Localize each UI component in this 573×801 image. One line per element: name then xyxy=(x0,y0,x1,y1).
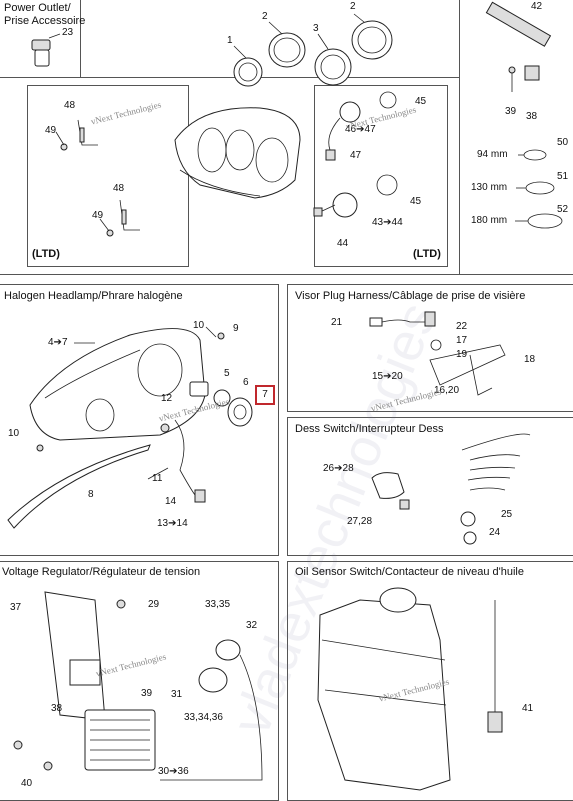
cluster-housing-drawing xyxy=(174,107,301,199)
callout-45-top: 45 xyxy=(415,96,427,107)
callout-33-35: 33,35 xyxy=(205,599,231,610)
callout-46-47: 46➔47 xyxy=(345,124,376,135)
callout-2-left: 2 xyxy=(262,11,268,22)
callout-6: 6 xyxy=(243,377,249,388)
callout-4-7: 4➔7 xyxy=(48,337,68,348)
gauge-rings-drawing xyxy=(233,13,393,87)
callout-12: 12 xyxy=(161,393,173,404)
callout-47: 47 xyxy=(350,150,362,161)
callout-41: 41 xyxy=(522,703,534,714)
highlighted-part-7: 7 xyxy=(255,385,275,405)
callout-43-44: 43➔44 xyxy=(372,217,403,228)
callout-9: 9 xyxy=(233,323,239,334)
callout-10-left: 10 xyxy=(8,428,20,439)
dess-switch-drawing xyxy=(371,433,531,545)
power-outlet-title: Power Outlet/ xyxy=(4,2,71,14)
callout-3: 3 xyxy=(313,23,319,34)
ltd-left-box xyxy=(27,85,189,267)
voltage-regulator-title: Voltage Regulator/Régulateur de tension xyxy=(2,566,201,578)
callout-5: 5 xyxy=(224,368,230,379)
callout-14: 14 xyxy=(165,496,177,507)
callout-33-34-36: 33,34,36 xyxy=(184,712,223,723)
callout-22: 22 xyxy=(456,321,468,332)
callout-2-right: 2 xyxy=(350,1,356,12)
label-180mm: 180 mm xyxy=(471,215,508,226)
headlamp-drawing xyxy=(7,328,253,529)
callout-49-bottom: 49 xyxy=(92,210,104,221)
callout-8: 8 xyxy=(88,489,94,500)
callout-1: 1 xyxy=(227,35,233,46)
callout-30-36: 30➔36 xyxy=(158,766,189,777)
callout-44: 44 xyxy=(337,238,349,249)
callout-38-top: 38 xyxy=(526,111,538,122)
callout-51: 51 xyxy=(557,171,569,182)
visor-harness-drawing xyxy=(369,311,506,396)
callout-13-14: 13➔14 xyxy=(157,518,188,529)
callout-49-top: 49 xyxy=(45,125,57,136)
dess-switch-panel xyxy=(287,417,573,556)
callout-39-top: 39 xyxy=(505,106,517,117)
visor-plug-panel xyxy=(287,284,573,412)
dess-switch-title: Dess Switch/Interrupteur Dess xyxy=(295,423,444,435)
callout-52: 52 xyxy=(557,204,569,215)
ltd-label-right: (LTD) xyxy=(413,248,441,260)
callout-25: 25 xyxy=(501,509,513,520)
callout-50: 50 xyxy=(557,137,569,148)
callout-11: 11 xyxy=(152,473,163,484)
callout-18: 18 xyxy=(524,354,536,365)
callout-39: 39 xyxy=(141,688,153,699)
callout-48-top: 48 xyxy=(64,100,76,111)
callout-40: 40 xyxy=(21,778,33,789)
callout-23: 23 xyxy=(62,27,74,38)
ltd-right-box xyxy=(314,85,448,267)
halogen-headlamp-title: Halogen Headlamp/Phrare halogène xyxy=(4,290,183,302)
hardware-panel xyxy=(459,0,573,275)
visor-plug-title: Visor Plug Harness/Câblage de prise de v… xyxy=(295,290,526,302)
callout-48-bottom: 48 xyxy=(113,183,125,194)
callout-16-20: 16,20 xyxy=(434,385,460,396)
callout-17: 17 xyxy=(456,335,468,346)
callout-10-top: 10 xyxy=(193,320,205,331)
voltage-regulator-drawing xyxy=(13,591,263,781)
callout-26-28: 26➔28 xyxy=(323,463,354,474)
callout-21: 21 xyxy=(331,317,343,328)
callout-32: 32 xyxy=(246,620,258,631)
oil-sensor-title: Oil Sensor Switch/Contacteur de niveau d… xyxy=(295,566,524,578)
callout-31: 31 xyxy=(171,689,183,700)
callout-15-20: 15➔20 xyxy=(372,371,403,382)
callout-38: 38 xyxy=(51,703,63,714)
power-outlet-plug-drawing xyxy=(31,33,61,67)
callout-37: 37 xyxy=(10,602,22,613)
oil-reservoir-drawing xyxy=(317,587,503,791)
label-94mm: 94 mm xyxy=(477,149,508,160)
ltd-label-left: (LTD) xyxy=(32,248,60,260)
callout-24: 24 xyxy=(489,527,501,538)
callout-29: 29 xyxy=(148,599,160,610)
callout-27-28: 27,28 xyxy=(347,516,373,527)
callout-42: 42 xyxy=(531,1,543,12)
power-outlet-subtitle: Prise Accessoire xyxy=(4,15,86,27)
callout-45-bottom: 45 xyxy=(410,196,422,207)
label-130mm: 130 mm xyxy=(471,182,508,193)
callout-19: 19 xyxy=(456,349,468,360)
